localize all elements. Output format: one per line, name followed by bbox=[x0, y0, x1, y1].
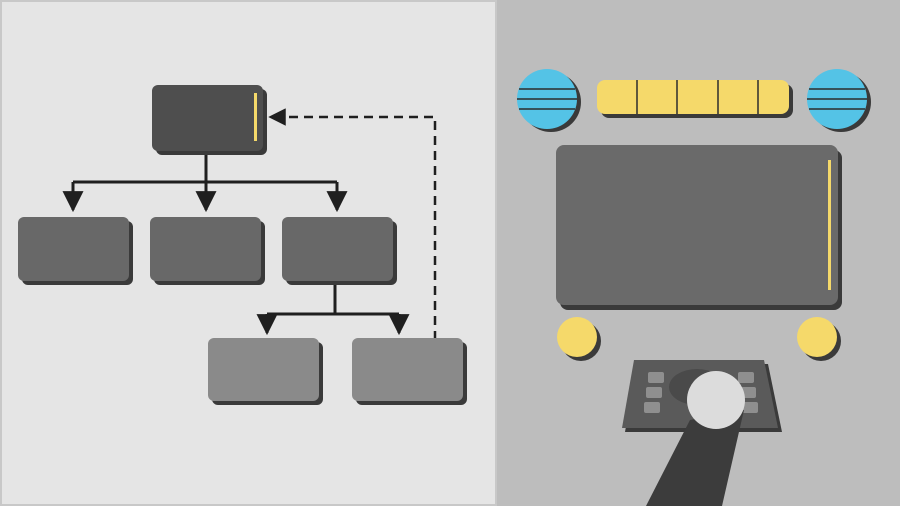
trackball-icon bbox=[646, 371, 745, 506]
indicator-light-right bbox=[807, 69, 871, 132]
node-child-3 bbox=[282, 217, 397, 285]
node-child-1 bbox=[18, 217, 133, 285]
console-key bbox=[646, 387, 662, 398]
edge-feedback-dashed bbox=[268, 108, 437, 340]
hierarchy-panel bbox=[0, 0, 497, 506]
console-key bbox=[648, 372, 664, 383]
device-panel bbox=[497, 0, 900, 506]
node-grandchild-1 bbox=[208, 338, 323, 405]
screen-accent-stripe bbox=[828, 160, 831, 290]
console-key bbox=[644, 402, 660, 413]
edge-root-children bbox=[62, 150, 348, 213]
hierarchy-diagram bbox=[18, 85, 467, 405]
node-root bbox=[152, 85, 267, 155]
segment-display-icon bbox=[597, 80, 793, 118]
side-button-right bbox=[797, 317, 841, 361]
node-grandchild-2 bbox=[352, 338, 467, 405]
side-button-left bbox=[557, 317, 601, 361]
device-screen bbox=[556, 145, 842, 310]
indicator-light-left bbox=[517, 69, 581, 132]
root-accent-stripe bbox=[254, 93, 257, 141]
console-key bbox=[738, 372, 754, 383]
edge-child3-grandchildren bbox=[256, 282, 410, 336]
device-illustration bbox=[517, 69, 871, 506]
node-child-2 bbox=[150, 217, 265, 285]
console-key bbox=[742, 402, 758, 413]
operator-arm bbox=[646, 410, 744, 506]
